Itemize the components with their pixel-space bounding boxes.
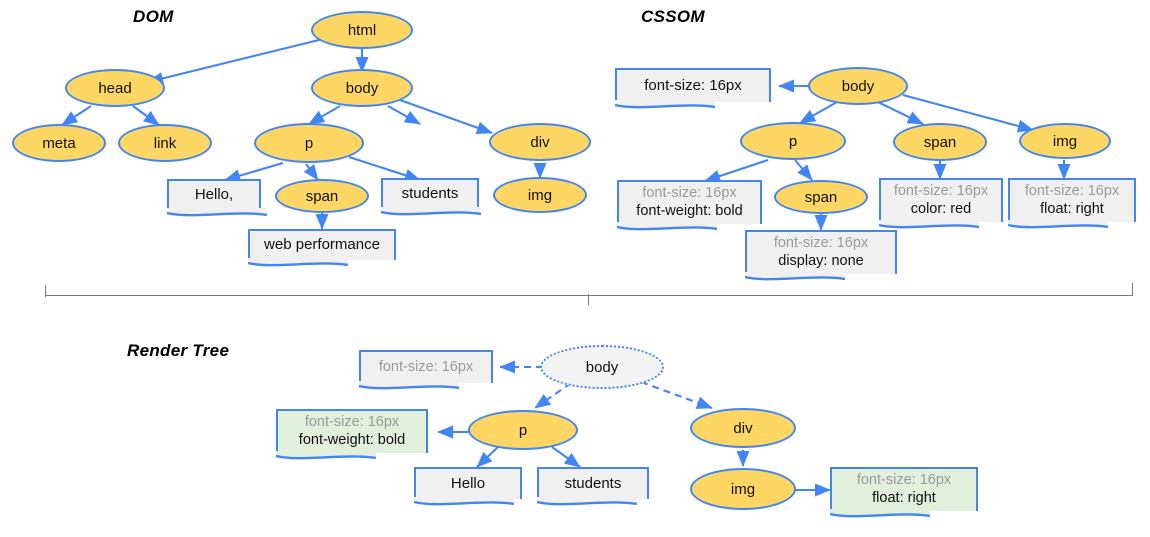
divider-tick-left: [45, 285, 47, 297]
style-line-2: font-weight: bold: [298, 432, 406, 448]
dom-text-web-performance-label: web performance: [264, 236, 380, 254]
render-text-students-label: students: [564, 474, 622, 492]
edge-rp-rstudents: [551, 446, 581, 468]
render-style-box-p[interactable]: font-size: 16px font-weight: bold: [276, 409, 428, 453]
edge-cbody-cp: [799, 101, 838, 124]
cssom-style-box-span-nested[interactable]: font-size: 16px display: none: [745, 230, 897, 274]
dom-node-meta-label: meta: [42, 134, 76, 152]
style-line-2: display: none: [778, 253, 864, 269]
dom-text-hello-label: Hello,: [194, 186, 234, 204]
divider-tick-right: [1132, 283, 1134, 296]
style-line-2: color: red: [910, 201, 972, 217]
dom-node-div[interactable]: div: [489, 123, 591, 161]
edge-body-p: [308, 105, 341, 125]
cssom-style-box-p[interactable]: font-size: 16px font-weight: bold: [617, 180, 762, 224]
edge-cbody-cspan: [877, 101, 924, 125]
render-node-body-label: body: [585, 358, 619, 376]
cssom-style-box-body[interactable]: font-size: 16px: [615, 68, 771, 102]
dom-node-head[interactable]: head: [65, 69, 165, 107]
edge-p-students: [348, 156, 421, 182]
render-text-hello-label: Hello: [450, 474, 486, 492]
cssom-style-box-img[interactable]: font-size: 16px float: right: [1008, 178, 1136, 222]
render-style-box-img[interactable]: font-size: 16px float: right: [830, 467, 978, 511]
edge-cp-cspan2: [794, 159, 813, 181]
section-title-render-tree: Render Tree: [127, 341, 230, 360]
dom-node-head-label: head: [98, 79, 132, 97]
style-line-1: font-size: 16px: [642, 185, 737, 202]
edge-rbody-rp: [534, 382, 572, 409]
dom-text-students[interactable]: students: [381, 178, 481, 209]
style-line-1: font-size: 16px: [304, 414, 400, 431]
style-line-1: font-size: 16px: [378, 358, 474, 375]
style-line-1: font-size: 16px: [773, 235, 869, 252]
cssom-node-body-label: body: [841, 77, 875, 95]
edge-head-link: [132, 105, 160, 126]
edge-p-hello: [224, 161, 284, 182]
cssom-node-p-label: p: [788, 132, 798, 150]
render-node-img-label: img: [730, 480, 756, 498]
render-node-body[interactable]: body: [540, 345, 664, 389]
cssom-node-span-label: span: [923, 133, 957, 151]
dom-node-img[interactable]: img: [493, 177, 587, 213]
dom-node-body[interactable]: body: [311, 69, 413, 107]
render-node-p-label: p: [518, 421, 528, 439]
cssom-node-span-nested[interactable]: span: [774, 180, 868, 214]
edge-body-div: [399, 99, 493, 135]
render-node-div-label: div: [733, 419, 753, 437]
dom-text-students-label: students: [401, 185, 459, 203]
render-node-p[interactable]: p: [468, 410, 578, 450]
cssom-node-body[interactable]: body: [808, 67, 908, 105]
style-line-1: font-size: 16px: [856, 472, 952, 489]
cssom-node-span-nested-label: span: [804, 188, 838, 206]
edge-html-head: [147, 36, 328, 85]
render-text-students[interactable]: students: [537, 467, 649, 499]
style-line-2: float: right: [872, 490, 936, 506]
edge-rp-rhello: [476, 446, 499, 468]
style-line-1: font-size: 16px: [1024, 183, 1120, 200]
dom-node-span-label: span: [305, 187, 339, 205]
dom-node-link[interactable]: link: [118, 124, 212, 162]
section-title-dom: DOM: [133, 7, 174, 26]
style-line-1: font-size: 16px: [893, 183, 989, 200]
dom-node-body-label: body: [345, 79, 379, 97]
dom-text-web-performance[interactable]: web performance: [248, 229, 396, 260]
cssom-node-img-label: img: [1052, 132, 1078, 150]
edge-p-span: [303, 163, 319, 181]
dom-node-p-label: p: [304, 134, 314, 152]
cssom-node-span[interactable]: span: [893, 123, 987, 161]
dom-node-img-label: img: [527, 186, 553, 204]
render-node-img[interactable]: img: [690, 468, 796, 510]
dom-text-hello[interactable]: Hello,: [167, 179, 267, 210]
divider-tick-center: [588, 294, 590, 305]
section-title-cssom: CSSOM: [641, 7, 705, 26]
dom-node-html[interactable]: html: [311, 11, 413, 49]
dom-node-p[interactable]: p: [254, 123, 364, 163]
cssom-node-p[interactable]: p: [740, 122, 846, 160]
edge-cp-sp: [704, 159, 769, 183]
dom-node-span[interactable]: span: [275, 179, 369, 213]
edge-head-meta: [61, 105, 92, 126]
dom-node-html-label: html: [347, 21, 377, 39]
render-text-hello[interactable]: Hello: [414, 467, 522, 499]
style-line-2: float: right: [1040, 201, 1104, 217]
cssom-style-box-span[interactable]: font-size: 16px color: red: [879, 178, 1003, 222]
style-line-1: font-size: 16px: [644, 76, 742, 94]
render-node-div[interactable]: div: [690, 408, 796, 448]
render-style-box-body[interactable]: font-size: 16px: [359, 350, 493, 383]
dom-node-meta[interactable]: meta: [12, 124, 106, 162]
dom-node-link-label: link: [153, 134, 177, 152]
cssom-node-img[interactable]: img: [1019, 123, 1111, 159]
dom-node-div-label: div: [530, 133, 550, 151]
edge-rbody-rdiv: [640, 381, 713, 409]
style-line-2: font-weight: bold: [636, 203, 743, 219]
edge-body-p-right: [387, 105, 421, 125]
